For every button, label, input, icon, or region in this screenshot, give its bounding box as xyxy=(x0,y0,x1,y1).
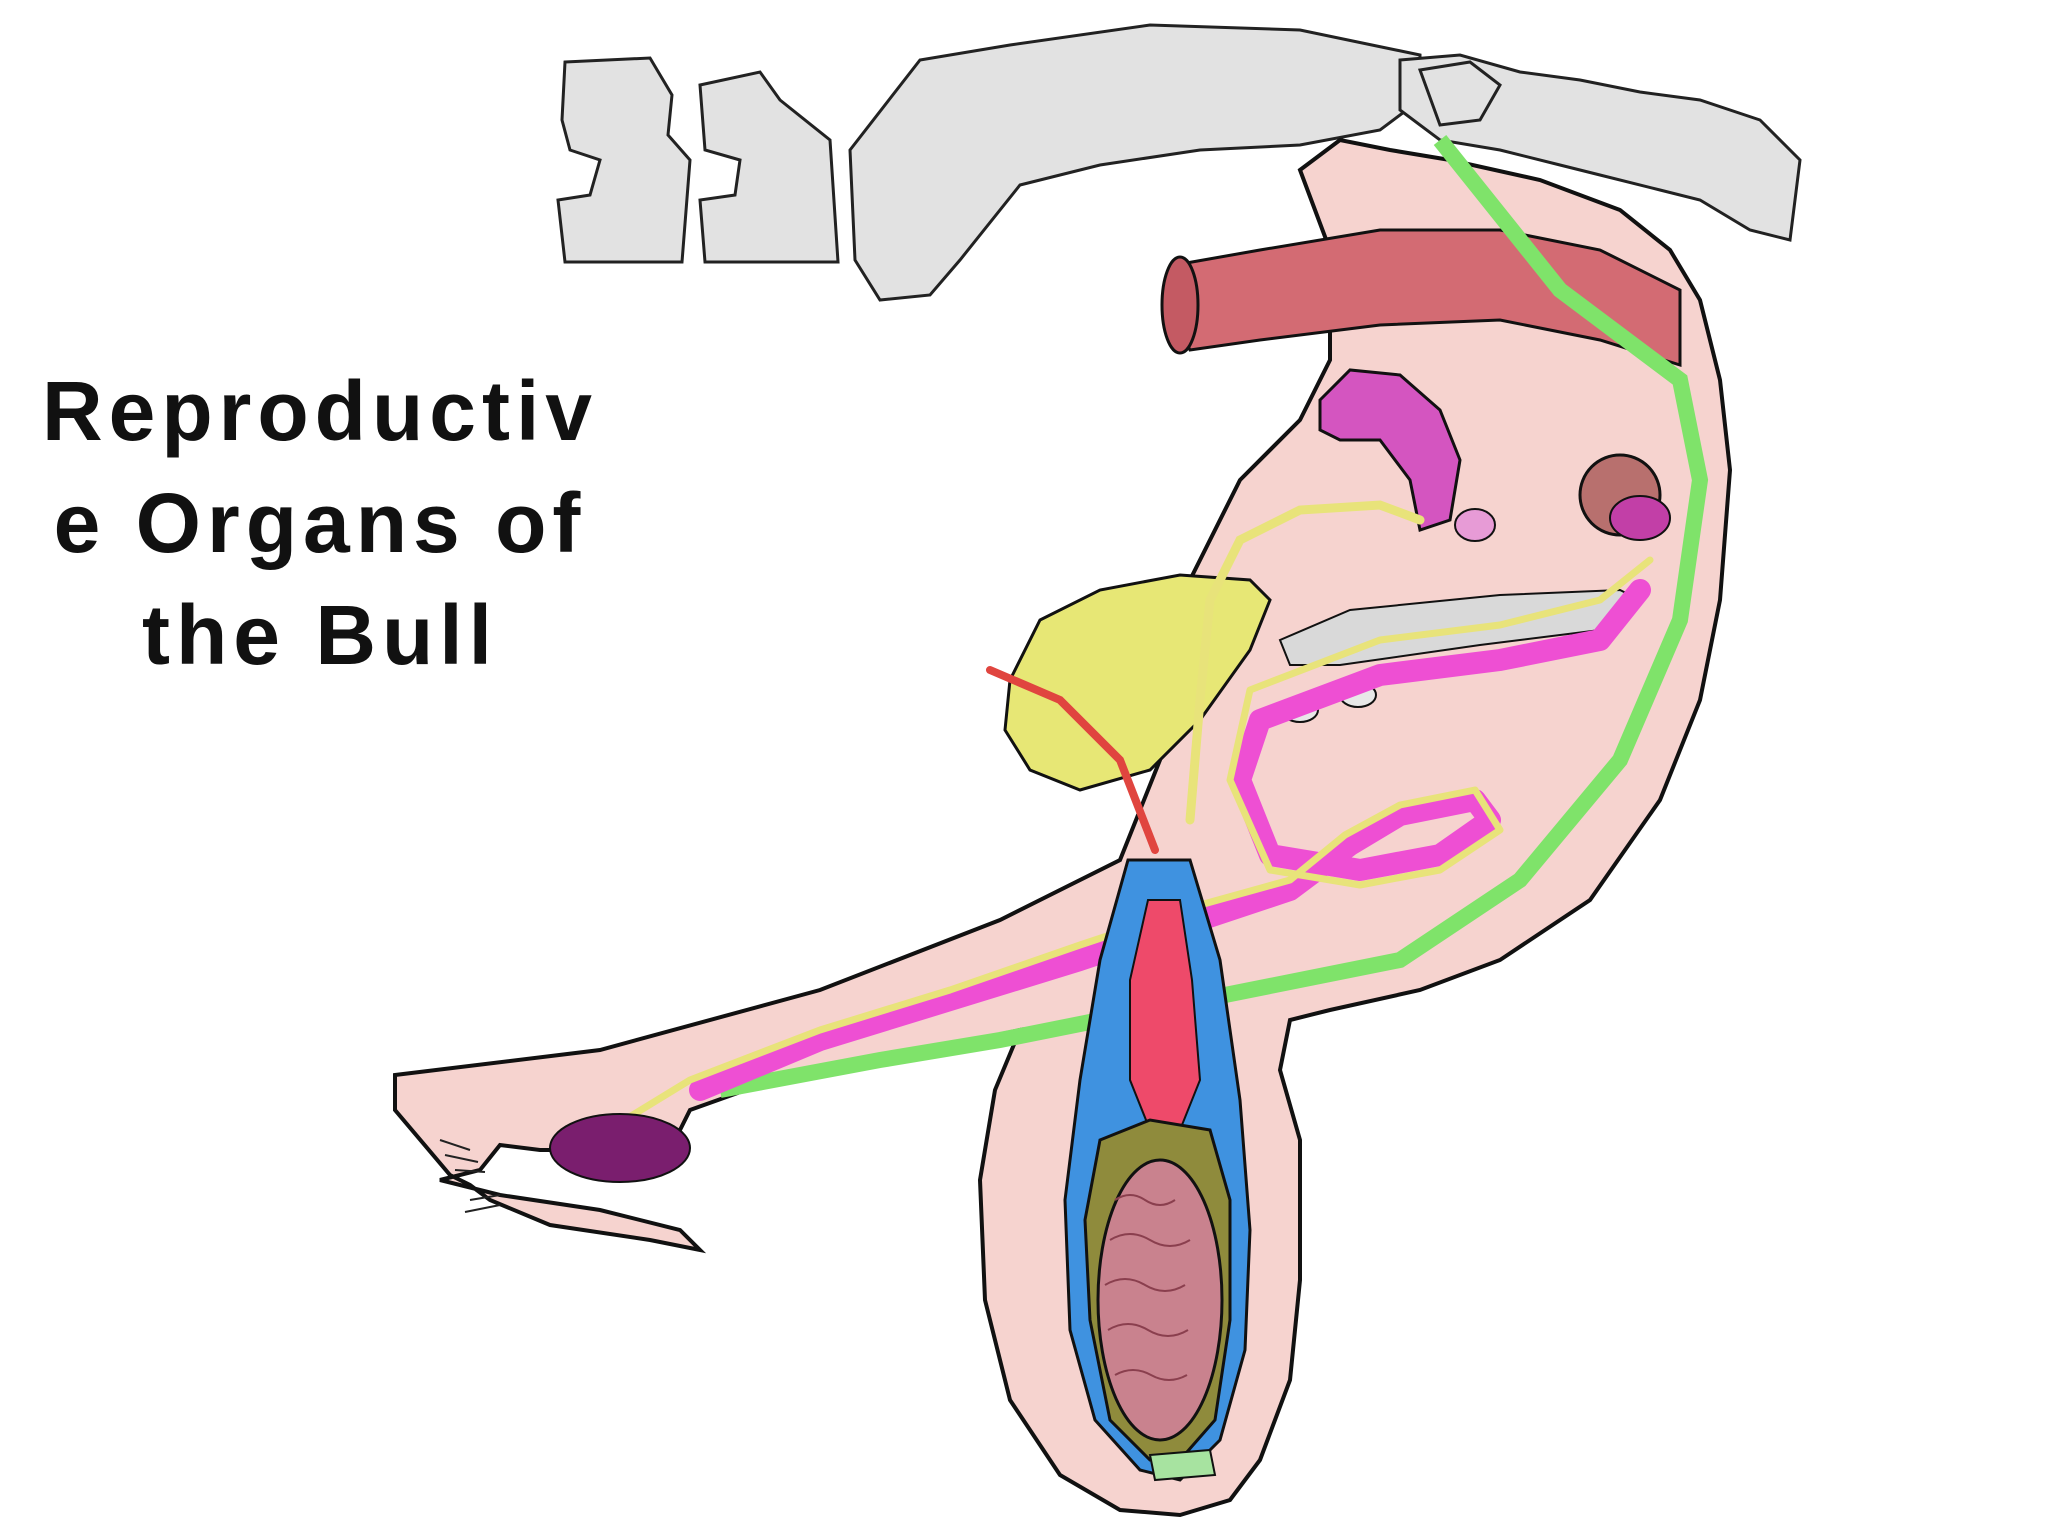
gubernaculum xyxy=(1148,1448,1217,1482)
retractor-penis-muscle xyxy=(718,135,1709,1098)
vas-deferens xyxy=(1185,500,1425,825)
ampulla xyxy=(1454,508,1496,542)
glans-penis xyxy=(549,1113,691,1183)
lumbar-vertebra-2 xyxy=(698,70,840,264)
prostate xyxy=(1609,495,1671,541)
testis xyxy=(1096,1158,1224,1442)
spermatic-artery xyxy=(986,666,1159,854)
rectum-opening xyxy=(1160,255,1200,355)
title-line-1: Reproductiv xyxy=(41,364,599,458)
diagram-title: Reproductiv e Organs of the Bull xyxy=(30,355,610,691)
prepuce-hair xyxy=(439,1139,501,1213)
pelvis-ilium xyxy=(848,23,1422,302)
seminal-vesicle xyxy=(1318,368,1462,532)
lumbar-vertebra-1 xyxy=(556,56,692,264)
testis-texture xyxy=(1104,1194,1191,1381)
sacrum xyxy=(1398,53,1802,242)
coccygeal-vertebra xyxy=(1417,60,1502,127)
urethra xyxy=(596,556,1654,1139)
body-outline xyxy=(393,137,1733,1518)
title-line-2: e Organs of xyxy=(53,476,587,570)
title-line-3: the Bull xyxy=(142,588,498,682)
vertebral-column xyxy=(556,23,1802,302)
